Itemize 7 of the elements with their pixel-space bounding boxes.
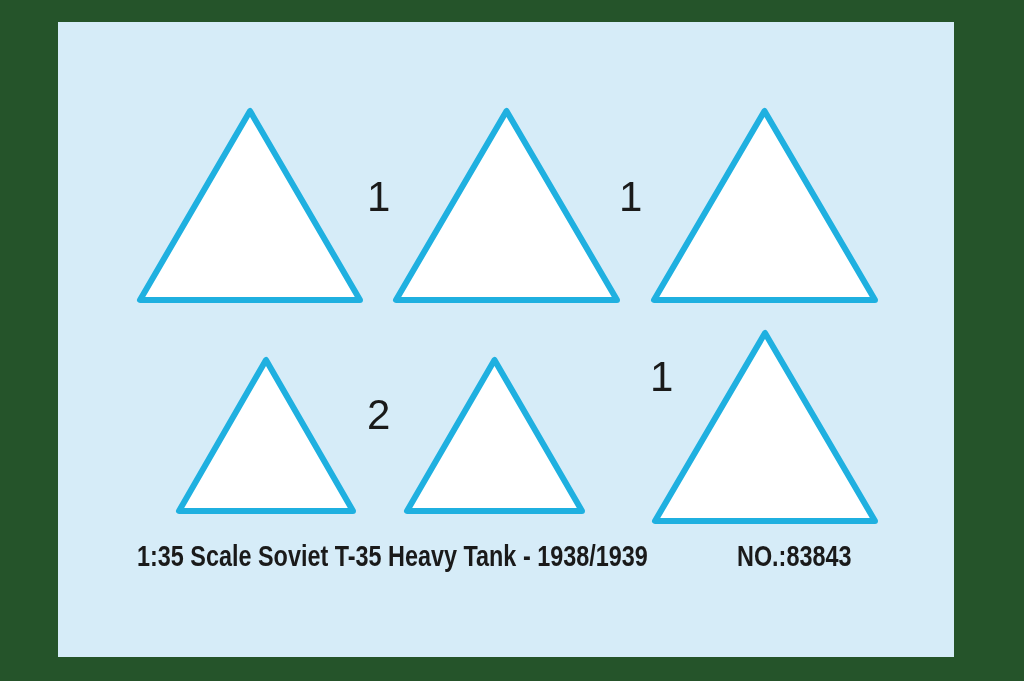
callout-number: 1	[650, 356, 674, 398]
callout-number: 1	[619, 176, 643, 218]
caption-text: Soviet T-35 Heavy Tank - 1938/1939	[258, 541, 648, 571]
caption-text: 1:35 Scale	[137, 541, 252, 571]
caption-text: NO.:83843	[737, 541, 852, 571]
callout-number: 1	[367, 176, 391, 218]
callout-number: 2	[367, 394, 391, 436]
